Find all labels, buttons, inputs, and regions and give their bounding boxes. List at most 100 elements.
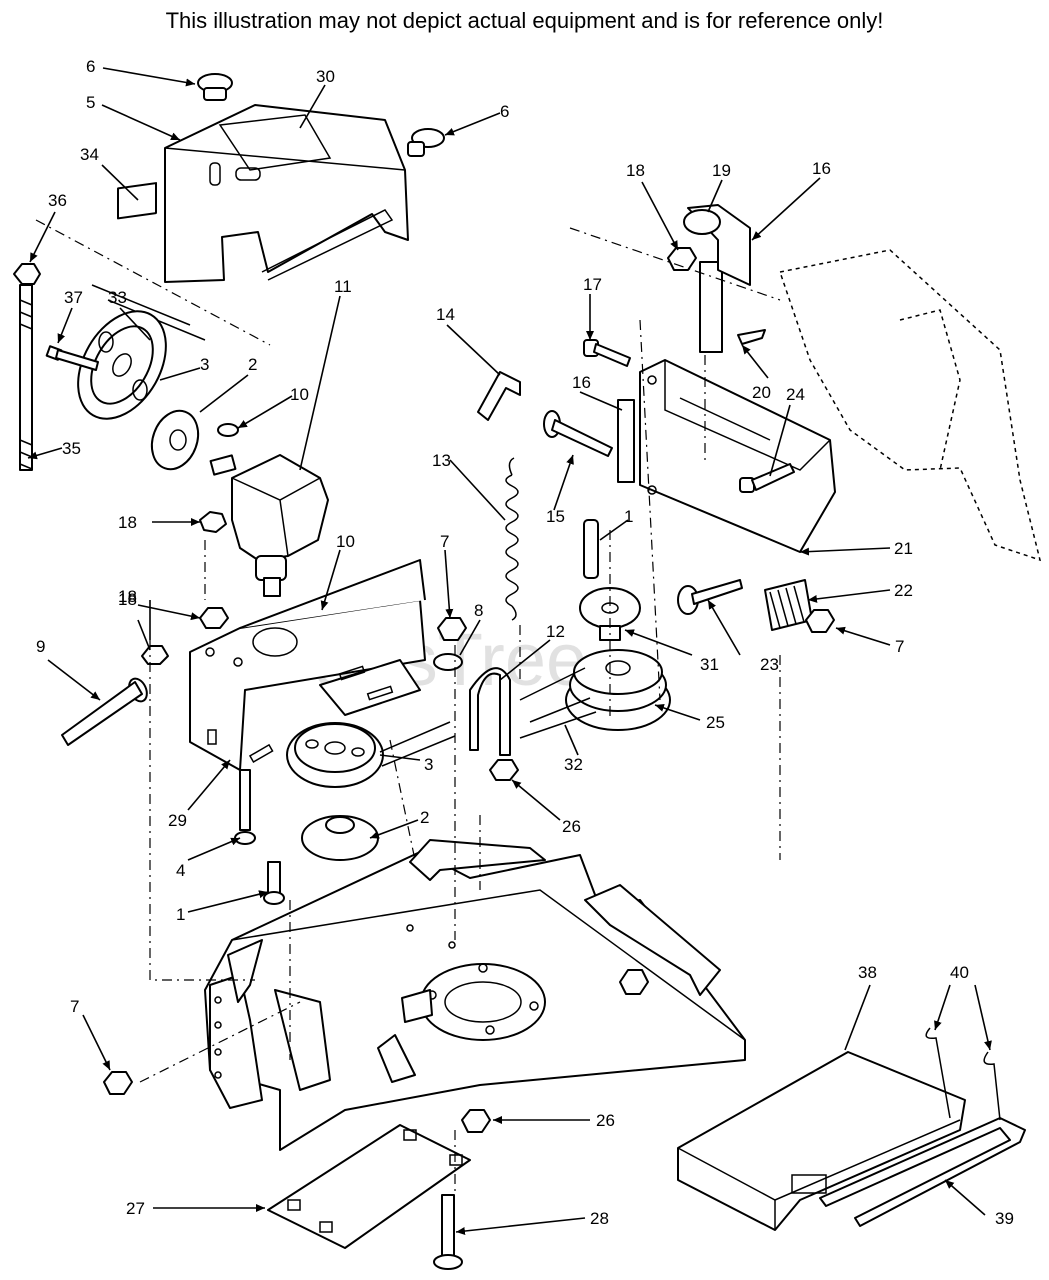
callout-28: 28	[590, 1209, 609, 1228]
callout-16: 16	[812, 159, 831, 178]
cotter-pin	[737, 329, 766, 345]
callout-35: 35	[62, 439, 81, 458]
callout-27: 27	[126, 1199, 145, 1218]
spacer-bracket	[617, 399, 635, 483]
callout-38: 38	[858, 963, 877, 982]
lock-nut	[805, 609, 835, 633]
lock-nut	[437, 617, 467, 641]
callout-20: 20	[752, 383, 771, 402]
callout-23: 23	[760, 655, 779, 674]
idler-bracket	[639, 359, 836, 553]
callout-40: 40	[950, 963, 969, 982]
bolt	[739, 463, 795, 493]
wing-knob	[197, 73, 233, 101]
carriage-bolt	[677, 579, 743, 615]
spring-hook	[477, 371, 521, 421]
disclaimer-text: This illustration may not depict actual …	[165, 8, 884, 33]
callout-2: 2	[420, 808, 429, 827]
belt-guard	[677, 1051, 966, 1231]
tension-spring	[505, 457, 519, 621]
callout-3: 3	[424, 755, 433, 774]
key	[217, 423, 239, 437]
gearbox	[209, 454, 329, 597]
u-bolt	[469, 667, 511, 756]
callout-6: 6	[500, 102, 509, 121]
handle-rod	[819, 1117, 1026, 1227]
callout-33: 33	[108, 288, 127, 307]
lock-nut	[103, 1071, 133, 1095]
callout-1: 1	[624, 507, 633, 526]
callout-39: 39	[995, 1209, 1014, 1228]
callout-12: 12	[546, 622, 565, 641]
engine-outline	[779, 249, 1042, 562]
hair-pin-clip	[925, 1027, 1001, 1121]
callout-34: 34	[80, 145, 99, 164]
double-pulley	[565, 649, 671, 731]
callout-17: 17	[583, 275, 602, 294]
callout-10: 10	[336, 532, 355, 551]
threaded-stud	[13, 263, 41, 471]
main-frame	[204, 839, 746, 1151]
hub	[301, 815, 379, 861]
washer	[433, 653, 463, 671]
callout-26: 26	[596, 1111, 615, 1130]
top-cover	[164, 104, 409, 283]
callout-4: 4	[176, 861, 185, 880]
callout-3: 3	[200, 355, 209, 374]
callout-10: 10	[290, 385, 309, 404]
v-belt	[519, 667, 597, 739]
callout-13: 13	[432, 451, 451, 470]
callout-7: 7	[895, 637, 904, 656]
callout-24: 24	[786, 385, 805, 404]
callout-6: 6	[86, 57, 95, 76]
callout-22: 22	[894, 581, 913, 600]
callout-14: 14	[436, 305, 455, 324]
label-plate	[117, 182, 157, 220]
bolt	[45, 345, 99, 371]
callout-7: 7	[440, 532, 449, 551]
carriage-bolt	[61, 677, 148, 746]
callout-1: 1	[176, 905, 185, 924]
callout-16: 16	[572, 373, 591, 392]
bolt	[234, 769, 256, 845]
wing-knob	[407, 128, 445, 157]
hex-nut	[199, 607, 229, 629]
pulley	[286, 721, 456, 788]
callout-9: 9	[36, 637, 45, 656]
callout-21: 21	[894, 539, 913, 558]
callout-labels: 6 30 5 6 34 36 18 19 16 17 37 33 3 2 10 …	[36, 57, 1014, 1228]
carriage-bolt	[543, 410, 613, 457]
callout-31: 31	[700, 655, 719, 674]
callout-11: 11	[334, 277, 352, 296]
bolt	[263, 861, 285, 905]
bolt	[583, 519, 599, 579]
callout-25: 25	[706, 713, 725, 732]
callout-18: 18	[118, 587, 137, 606]
callout-15: 15	[546, 507, 565, 526]
callout-30: 30	[316, 67, 335, 86]
hex-nut	[199, 511, 227, 533]
callout-5: 5	[86, 93, 95, 112]
callout-37: 37	[64, 288, 83, 307]
hub	[150, 409, 200, 471]
hex-nut	[489, 759, 519, 781]
callout-2: 2	[248, 355, 257, 374]
callout-18: 18	[118, 513, 137, 532]
callout-8: 8	[474, 601, 483, 620]
callout-18: 18	[626, 161, 645, 180]
bolt	[583, 339, 631, 367]
callout-7: 7	[70, 997, 79, 1016]
cover-plate	[267, 1124, 471, 1249]
mounting-bracket	[189, 559, 426, 771]
compression-spring	[764, 579, 813, 631]
hex-nut	[141, 645, 169, 665]
callout-18: 18	[118, 590, 137, 609]
callout-26: 26	[562, 817, 581, 836]
callout-32: 32	[564, 755, 583, 774]
callout-19: 19	[712, 161, 731, 180]
bolt	[433, 1194, 463, 1270]
callout-36: 36	[48, 191, 67, 210]
callout-29: 29	[168, 811, 187, 830]
handle-bracket	[683, 204, 751, 353]
